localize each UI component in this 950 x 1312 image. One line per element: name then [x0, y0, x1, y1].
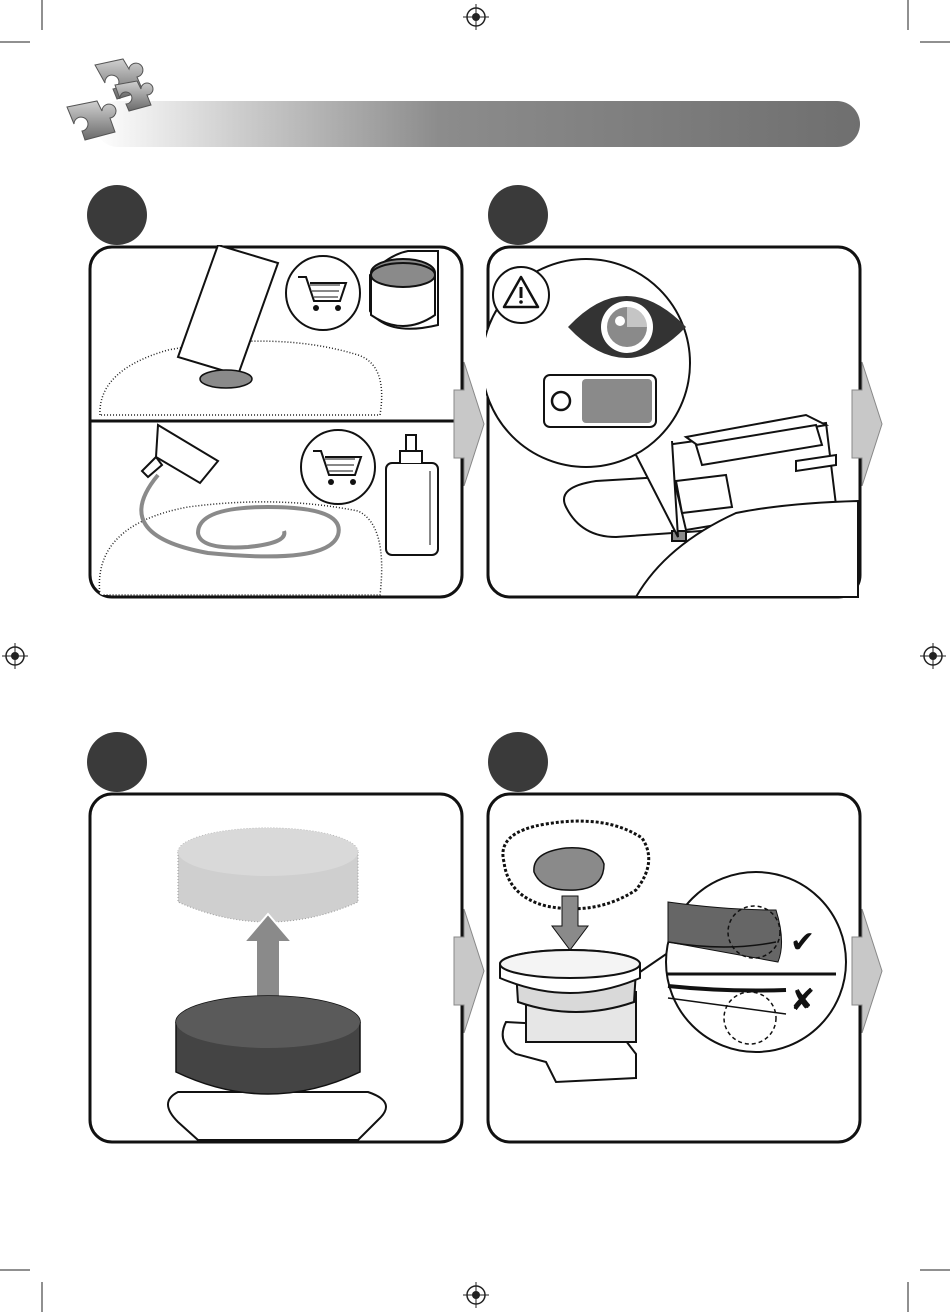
step-3-panel	[88, 792, 466, 1146]
step-4-panel: ✔ ✘	[486, 792, 864, 1146]
polish-jar-icon	[370, 251, 438, 329]
step-3-number-circle	[85, 730, 149, 794]
pad-on-machine	[168, 996, 386, 1140]
battery-level-icon	[544, 375, 656, 427]
cross-mark-icon: ✘	[790, 983, 815, 1018]
warning-triangle-icon	[493, 267, 549, 323]
shopping-cart-icon	[286, 256, 360, 330]
step-2-number-circle	[486, 183, 550, 247]
step-1-number-circle	[85, 183, 149, 247]
step-2-panel	[486, 245, 864, 601]
step-1-panel	[88, 245, 466, 601]
next-arrow-icon	[850, 907, 884, 1033]
header-banner	[55, 55, 865, 155]
next-arrow-icon	[850, 360, 884, 486]
next-arrow-icon	[452, 360, 486, 486]
check-mark-icon: ✔	[790, 925, 815, 960]
registration-crosshair-icon	[920, 643, 946, 669]
shopping-cart-icon	[301, 430, 375, 504]
registration-crosshair-icon	[2, 643, 28, 669]
registration-crosshair-icon	[463, 1282, 489, 1308]
removed-pad	[178, 828, 358, 922]
next-arrow-icon	[452, 907, 486, 1033]
registration-crosshair-icon	[463, 4, 489, 30]
step-4-number-circle	[486, 730, 550, 794]
